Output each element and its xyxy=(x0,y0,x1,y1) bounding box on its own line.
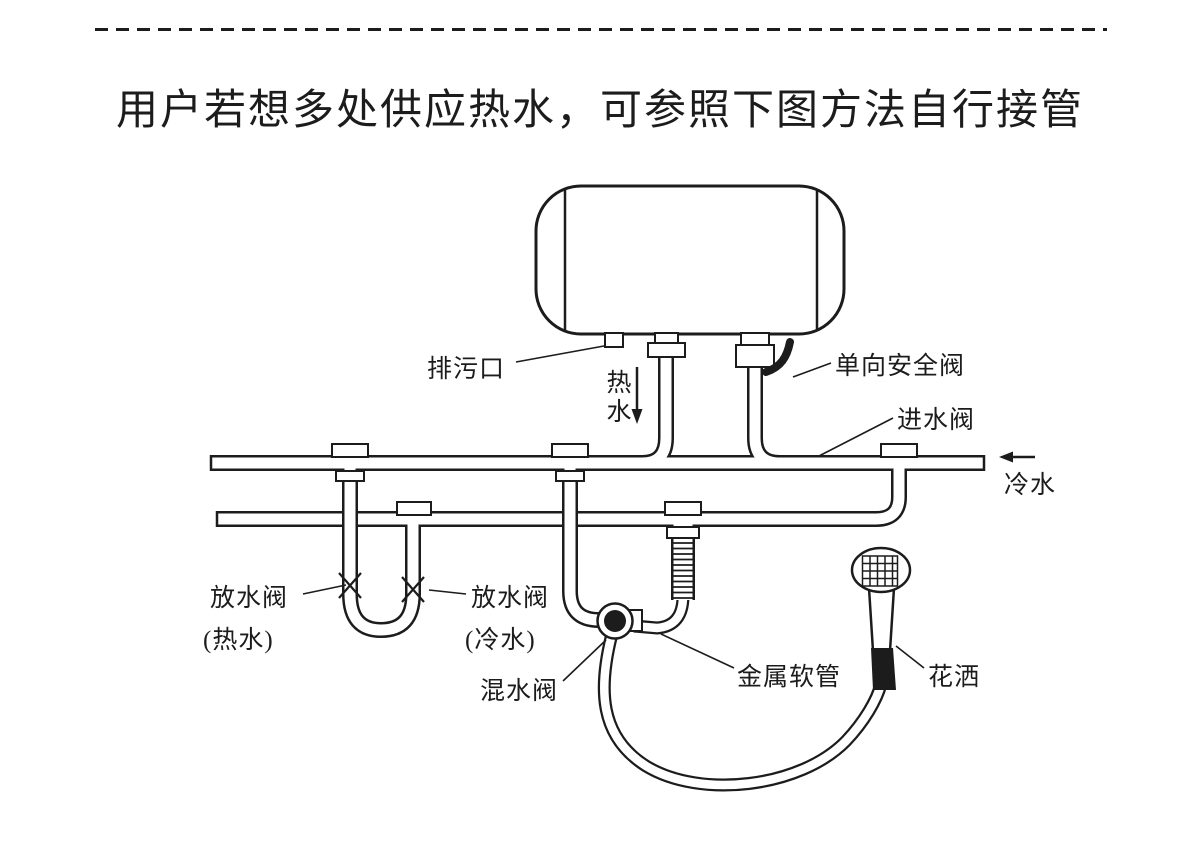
label-drain-valve-hot: 放水阀 xyxy=(210,585,289,612)
hot-outlet-union xyxy=(647,342,686,358)
safety-valve-lever xyxy=(762,338,794,376)
pipe-fittings xyxy=(331,332,918,539)
drain-stub xyxy=(604,332,624,348)
tee-flange-cold-riser xyxy=(880,443,918,458)
water-heater-tank xyxy=(534,184,846,336)
label-cold-water: 冷水 xyxy=(1004,472,1057,499)
label-drain-valve-hot-sub: (热水) xyxy=(203,627,274,654)
leader-drain-valve-hot xyxy=(302,584,347,595)
pipe-end-caps xyxy=(209,455,986,527)
shower-grip xyxy=(871,648,896,690)
label-mixing-valve: 混水阀 xyxy=(480,678,559,705)
label-shower: 花洒 xyxy=(928,664,981,691)
label-metal-hose: 金属软管 xyxy=(737,664,842,691)
leader-safety-valve xyxy=(792,362,832,378)
cold-water-arrow-head xyxy=(999,451,1013,463)
label-drain-valve-cold: 放水阀 xyxy=(471,585,550,612)
leader-drain-valve-cold xyxy=(428,589,467,595)
tee-flange-hot-left xyxy=(331,443,369,458)
corrugated-hose-ribs xyxy=(671,542,695,599)
tee-flange-cold-drain xyxy=(396,501,432,516)
valve-cross-hot xyxy=(338,572,362,599)
tee-flange-mixer-feed xyxy=(551,443,589,458)
drain-valve-symbols xyxy=(338,572,425,603)
label-drain-outlet: 排污口 xyxy=(427,356,506,383)
label-hot-water: 热水 xyxy=(603,369,630,427)
leader-mixing-valve xyxy=(562,639,607,682)
page-divider-dashed-line xyxy=(95,28,1107,31)
leader-shower xyxy=(895,645,925,669)
valve-cross-cold xyxy=(401,576,425,603)
tee-nut-mixer-feed xyxy=(555,470,585,482)
leader-metal-hose xyxy=(660,633,735,669)
mixing-valve-knob xyxy=(604,610,626,632)
mixing-valve xyxy=(596,602,643,640)
shower-face xyxy=(850,546,912,594)
leader-inlet-valve xyxy=(818,417,894,457)
tank-body xyxy=(534,184,846,336)
label-inlet-valve: 进水阀 xyxy=(897,407,976,434)
flow-arrows xyxy=(631,367,1035,463)
safety-valve-body xyxy=(735,344,775,368)
hose-nut xyxy=(666,526,700,539)
label-drain-valve-cold-sub: (冷水) xyxy=(465,627,536,654)
leader-lines xyxy=(302,345,925,682)
shower-spray-grid xyxy=(861,555,899,587)
tee-nut-hot-left xyxy=(335,470,365,482)
pipe-crossings xyxy=(342,496,578,544)
hot-water-arrow-head xyxy=(631,409,643,424)
leader-drain-outlet xyxy=(515,345,605,363)
shower-handle xyxy=(867,586,896,653)
tee-flange-hose xyxy=(664,501,702,516)
page-title: 用户若想多处供应热水，可参照下图方法自行接管 xyxy=(115,88,1084,134)
shower-head xyxy=(850,546,912,690)
label-safety-valve: 单向安全阀 xyxy=(835,353,966,380)
